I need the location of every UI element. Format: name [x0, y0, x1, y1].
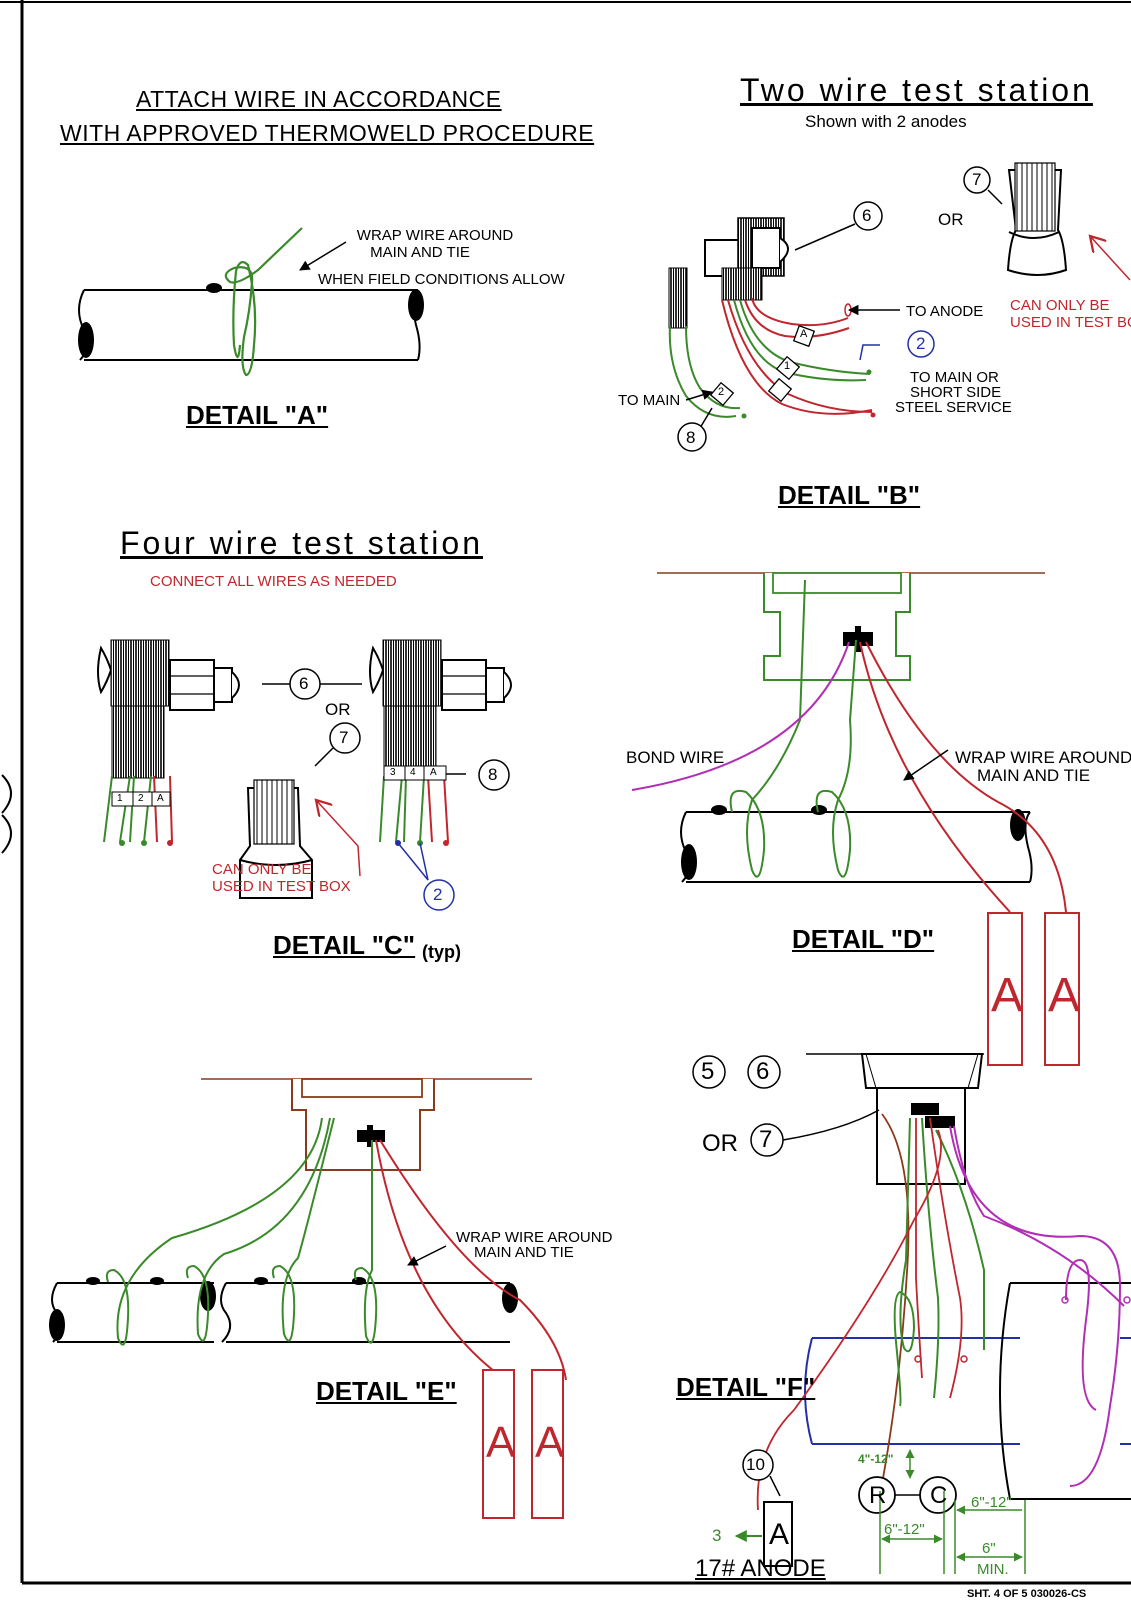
detail-b-tag-a: A [800, 328, 808, 340]
detail-a-heading-line1: ATTACH WIRE IN ACCORDANCE [136, 86, 502, 112]
detail-f-callout-r: R [869, 1482, 887, 1509]
detail-f-dim-6-12-a: 6"-12" [884, 1521, 925, 1538]
detail-c-tag-4: 4 [410, 767, 416, 778]
detail-b-to-main-line3: STEEL SERVICE [895, 399, 1012, 416]
detail-e-note-line1: WRAP WIRE AROUND [456, 1229, 613, 1246]
detail-f-callout-6: 6 [756, 1058, 770, 1085]
detail-a-heading-line2: WITH APPROVED THERMOWELD PROCEDURE [60, 120, 595, 146]
detail-a-note-line3: WHEN FIELD CONDITIONS ALLOW [318, 271, 565, 288]
detail-d-anode-1: A [991, 969, 1024, 1022]
detail-f-anode-tag: A [769, 1518, 790, 1551]
detail-c-tag-2: 2 [138, 793, 144, 804]
detail-b-subheading: Shown with 2 anodes [805, 112, 967, 131]
detail-f-dim-min: MIN. [977, 1561, 1009, 1578]
detail-b-can-only-line2: USED IN TEST BOX [1010, 314, 1131, 331]
detail-b-heading: Two wire test station [740, 72, 1093, 108]
detail-b-or: OR [938, 210, 964, 229]
detail-c-callout-7: 7 [339, 728, 349, 747]
detail-b-to-main-line1: TO MAIN OR [910, 369, 999, 386]
detail-b-callout-6: 6 [862, 206, 872, 225]
detail-c-heading: Four wire test station [120, 525, 483, 561]
detail-c-or: OR [325, 700, 351, 719]
detail-c-label: DETAIL "C" [273, 930, 416, 960]
detail-e-anode-2: A [535, 1418, 565, 1467]
detail-c-tag-1: 1 [117, 793, 123, 804]
detail-b-drawing [668, 162, 1131, 452]
detail-f-callout-10: 10 [746, 1455, 765, 1474]
detail-d-note-line1: WRAP WIRE AROUND [955, 748, 1131, 767]
detail-c-callout-6: 6 [299, 674, 309, 693]
detail-c-can-only-line1: CAN ONLY BE [212, 861, 312, 878]
detail-f-callout-5: 5 [701, 1058, 715, 1085]
detail-a-note-line1: WRAP WIRE AROUND [356, 227, 514, 244]
detail-d-bond-wire: BOND WIRE [626, 748, 725, 767]
detail-c-callout-2: 2 [433, 885, 443, 904]
detail-f-dim-6: 6" [982, 1540, 996, 1557]
detail-e-drawing [49, 1078, 567, 1519]
detail-c-label-suffix: (typ) [422, 942, 461, 962]
sheet-number: SHT. 4 OF 5 030026-CS [967, 1588, 1087, 1600]
detail-b-callout-2: 2 [916, 334, 926, 353]
detail-d-label: DETAIL "D" [792, 924, 935, 954]
detail-b-tag-2: 2 [718, 386, 725, 398]
detail-e-anode-1: A [486, 1418, 516, 1467]
detail-f-callout-c: C [930, 1482, 948, 1509]
detail-d-anode-2: A [1048, 969, 1081, 1022]
detail-f-dim-4-12: 4"-12" [858, 1452, 894, 1466]
detail-b-to-main-line2: SHORT SIDE [910, 384, 1002, 401]
detail-f-arrow-3: 3 [712, 1526, 722, 1545]
detail-b-tag-1: 1 [784, 360, 791, 372]
detail-d-drawing [631, 572, 1080, 1066]
detail-e-label: DETAIL "E" [316, 1376, 457, 1406]
detail-f-dim-6-12-b: 6"-12" [971, 1494, 1012, 1511]
detail-b-callout-8: 8 [686, 428, 696, 447]
detail-a-note-line2: MAIN AND TIE [370, 244, 470, 261]
detail-b-to-main: TO MAIN [618, 392, 681, 409]
detail-f-or: OR [702, 1130, 738, 1157]
detail-c-tag-a-left: A [157, 793, 164, 804]
detail-b-label: DETAIL "B" [778, 480, 921, 510]
detail-c-subheading: CONNECT ALL WIRES AS NEEDED [150, 573, 397, 590]
detail-b-callout-7: 7 [972, 170, 982, 189]
detail-f-label: DETAIL "F" [676, 1372, 816, 1402]
detail-f-callout-7: 7 [759, 1126, 773, 1153]
detail-b-can-only-line1: CAN ONLY BE [1010, 297, 1110, 314]
detail-a-drawing [78, 227, 424, 377]
detail-c-tag-3: 3 [390, 767, 396, 778]
detail-e-note-line2: MAIN AND TIE [474, 1244, 574, 1261]
detail-f-anode-label: 17# ANODE [695, 1555, 826, 1582]
detail-c-can-only-line2: USED IN TEST BOX [212, 878, 351, 895]
detail-d-note-line2: MAIN AND TIE [977, 766, 1091, 785]
detail-b-to-anode: TO ANODE [906, 303, 984, 320]
detail-c-tag-a-right: A [430, 767, 437, 778]
detail-c-callout-8: 8 [488, 765, 498, 784]
detail-f-drawing [692, 1053, 1131, 1574]
detail-a-label: DETAIL "A" [186, 400, 329, 430]
detail-c-drawing [97, 639, 512, 911]
